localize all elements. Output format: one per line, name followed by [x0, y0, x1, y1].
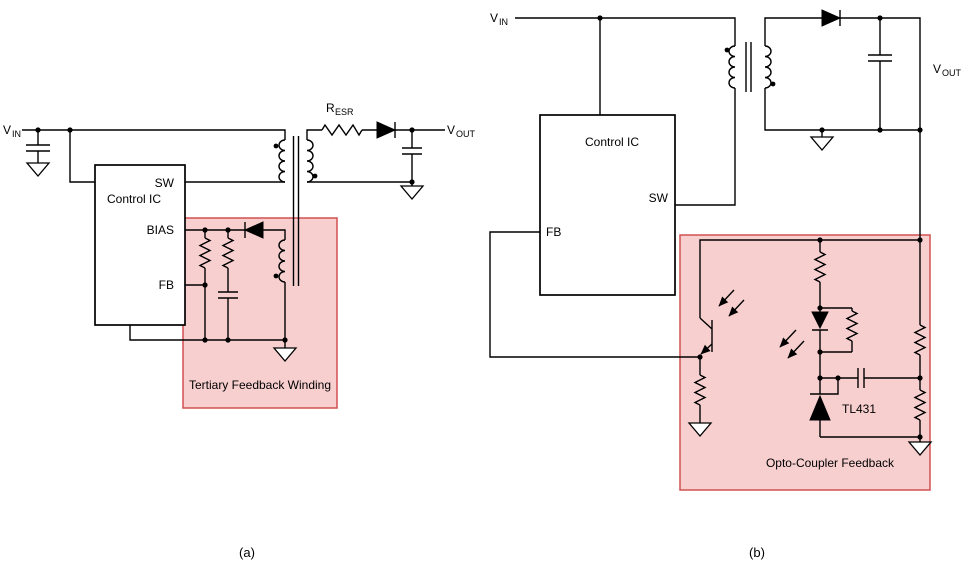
caption-b: (b) — [749, 545, 765, 560]
ic-label-b: Control IC — [585, 135, 639, 149]
junction-dots-b — [597, 15, 923, 440]
output-diode-a — [376, 121, 397, 139]
resr-label-a: R — [326, 101, 335, 115]
pin-bias-a: BIAS — [147, 223, 174, 237]
pin-sw-b: SW — [649, 191, 669, 205]
polarity-dots-a — [273, 143, 318, 279]
circuit-b: V IN V OUT Control IC FB SW TL431 Opto-C… — [489, 9, 962, 560]
ic-label-a: Control IC — [107, 192, 161, 206]
primary-winding-b — [728, 45, 736, 89]
vout-label-b: V — [933, 62, 941, 76]
ground-output-a — [400, 185, 424, 200]
vin-label-b: V — [490, 11, 498, 25]
wires-a — [22, 129, 445, 348]
output-diode-b — [821, 9, 842, 27]
pin-fb-a: FB — [159, 278, 174, 292]
pin-fb-b: FB — [546, 225, 561, 239]
vin-sub-b: IN — [499, 17, 508, 27]
primary-winding-a — [278, 139, 286, 183]
highlight-label-b: Opto-Coupler Feedback — [766, 456, 895, 470]
vout-sub-a: OUT — [456, 129, 476, 139]
caption-a: (a) — [239, 545, 255, 560]
highlight-label-a: Tertiary Feedback Winding — [189, 378, 331, 392]
polarity-dots-b — [724, 47, 776, 87]
vin-label-a: V — [3, 123, 11, 137]
junction-dots-a — [35, 127, 415, 343]
control-ic-box-b — [539, 114, 676, 296]
bias-diode-a — [243, 221, 264, 239]
vout-label-a: V — [447, 123, 455, 137]
resr-sub-a: ESR — [335, 107, 354, 117]
control-ic-box-a — [94, 164, 186, 326]
pin-sw-a: SW — [155, 176, 175, 190]
secondary-winding-b — [764, 45, 772, 89]
secondary-winding-a — [306, 139, 314, 183]
tl431-symbol-b — [809, 394, 831, 421]
vout-sub-b: OUT — [942, 68, 962, 78]
opto-highlight-region — [679, 234, 931, 491]
circuit-a: V IN V OUT R ESR Control IC SW BIAS FB T… — [3, 101, 476, 560]
opto-emitter-arrow-b — [700, 343, 713, 355]
opto-led-b — [811, 311, 829, 330]
tl431-label-b: TL431 — [842, 402, 876, 416]
vin-sub-a: IN — [12, 129, 21, 139]
ground-input-a — [26, 162, 50, 177]
ground-output-b — [810, 136, 834, 151]
opto-light-arrows-b — [718, 289, 805, 359]
esr-resistor-a — [321, 124, 363, 136]
